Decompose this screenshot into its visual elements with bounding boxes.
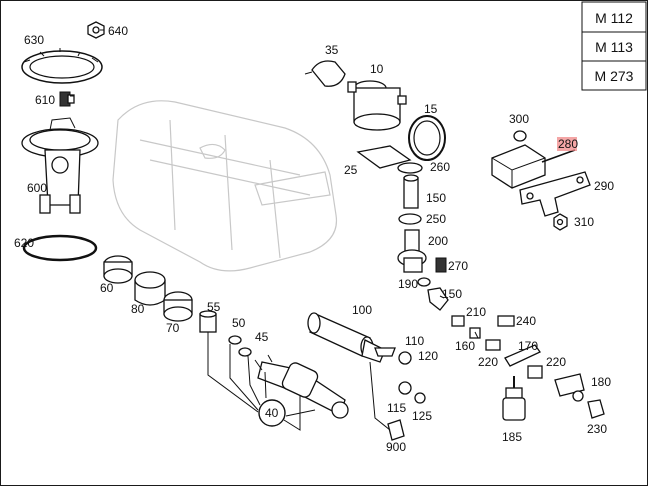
part-300 bbox=[513, 130, 527, 142]
label-250: 250 bbox=[426, 212, 446, 226]
part-250 bbox=[398, 213, 422, 225]
label-150a: 150 bbox=[426, 191, 446, 205]
fuel-tank-outline bbox=[112, 100, 338, 272]
part-150b bbox=[427, 287, 449, 311]
part-310 bbox=[553, 213, 568, 231]
part-80 bbox=[134, 271, 166, 306]
part-600 bbox=[21, 117, 99, 214]
label-620: 620 bbox=[14, 236, 34, 250]
label-55: 55 bbox=[207, 300, 221, 314]
label-80: 80 bbox=[131, 302, 145, 316]
label-70: 70 bbox=[166, 321, 180, 335]
part-70 bbox=[163, 291, 193, 322]
label-100: 100 bbox=[352, 303, 372, 317]
label-45: 45 bbox=[255, 330, 269, 344]
part-180 bbox=[554, 373, 585, 402]
label-630: 630 bbox=[24, 33, 44, 47]
part-620 bbox=[22, 234, 98, 262]
part-25 bbox=[356, 145, 412, 169]
part-200 bbox=[397, 229, 427, 273]
part-110 bbox=[374, 347, 396, 357]
part-170 bbox=[504, 344, 541, 367]
label-50: 50 bbox=[232, 316, 246, 330]
label-600: 600 bbox=[27, 181, 47, 195]
part-220b bbox=[527, 365, 543, 379]
label-270: 270 bbox=[448, 259, 468, 273]
label-210: 210 bbox=[466, 305, 486, 319]
part-module bbox=[491, 144, 576, 189]
part-labels: 640 630 610 600 620 35 10 15 25 260 150 … bbox=[14, 24, 614, 454]
label-290: 290 bbox=[594, 179, 614, 193]
part-125 bbox=[414, 392, 426, 404]
part-290 bbox=[519, 171, 591, 217]
label-120: 120 bbox=[418, 349, 438, 363]
label-10: 10 bbox=[370, 62, 384, 76]
callout-40 bbox=[207, 332, 316, 431]
label-115: 115 bbox=[387, 401, 406, 415]
label-150b: 150 bbox=[442, 287, 462, 301]
label-35: 35 bbox=[325, 43, 339, 57]
label-25: 25 bbox=[344, 163, 358, 177]
label-640: 640 bbox=[108, 24, 128, 38]
part-55 bbox=[199, 310, 217, 333]
part-10 bbox=[347, 80, 407, 131]
label-230: 230 bbox=[587, 422, 607, 436]
part-640 bbox=[87, 21, 105, 39]
part-185 bbox=[502, 376, 526, 421]
part-50 bbox=[228, 335, 242, 345]
part-100 bbox=[307, 312, 386, 363]
label-40: 40 bbox=[265, 406, 279, 420]
part-fuel-filter bbox=[254, 354, 349, 419]
part-210 bbox=[451, 315, 465, 327]
label-60: 60 bbox=[100, 281, 114, 295]
label-110: 110 bbox=[405, 334, 424, 348]
part-240 bbox=[497, 315, 515, 327]
engine-variant-1: M 112 bbox=[595, 10, 633, 26]
part-220a bbox=[485, 339, 501, 351]
engine-variant-table: M 112 M 113 M 273 bbox=[581, 1, 647, 91]
label-220b: 220 bbox=[546, 355, 566, 369]
part-260 bbox=[397, 162, 423, 174]
highlight-280 bbox=[557, 137, 577, 151]
label-280: 280 bbox=[558, 137, 578, 151]
label-15: 15 bbox=[424, 102, 438, 116]
engine-variant-2: M 113 bbox=[595, 39, 633, 55]
leader-lines bbox=[59, 29, 479, 339]
label-610: 610 bbox=[35, 93, 55, 107]
label-160: 160 bbox=[455, 339, 475, 353]
part-270 bbox=[435, 257, 447, 273]
part-60 bbox=[103, 255, 133, 284]
label-220a: 220 bbox=[478, 355, 498, 369]
label-125: 125 bbox=[412, 409, 432, 423]
engine-variant-3: M 273 bbox=[595, 68, 634, 84]
label-170: 170 bbox=[518, 339, 538, 353]
label-900: 900 bbox=[386, 440, 406, 454]
part-120 bbox=[398, 351, 412, 365]
part-230 bbox=[587, 399, 605, 419]
part-150a bbox=[403, 174, 419, 209]
label-300: 300 bbox=[509, 112, 529, 126]
label-240: 240 bbox=[516, 314, 536, 328]
label-200: 200 bbox=[428, 234, 448, 248]
label-190: 190 bbox=[398, 277, 418, 291]
part-45 bbox=[238, 347, 252, 357]
part-190 bbox=[417, 277, 431, 287]
label-185: 185 bbox=[502, 430, 522, 444]
part-900 bbox=[369, 361, 405, 441]
part-610 bbox=[59, 91, 75, 107]
part-35 bbox=[304, 60, 346, 87]
label-310: 310 bbox=[574, 215, 594, 229]
part-630 bbox=[21, 50, 103, 84]
part-115 bbox=[398, 381, 412, 395]
part-15 bbox=[408, 115, 446, 161]
label-260: 260 bbox=[430, 160, 450, 174]
label-180: 180 bbox=[591, 375, 611, 389]
